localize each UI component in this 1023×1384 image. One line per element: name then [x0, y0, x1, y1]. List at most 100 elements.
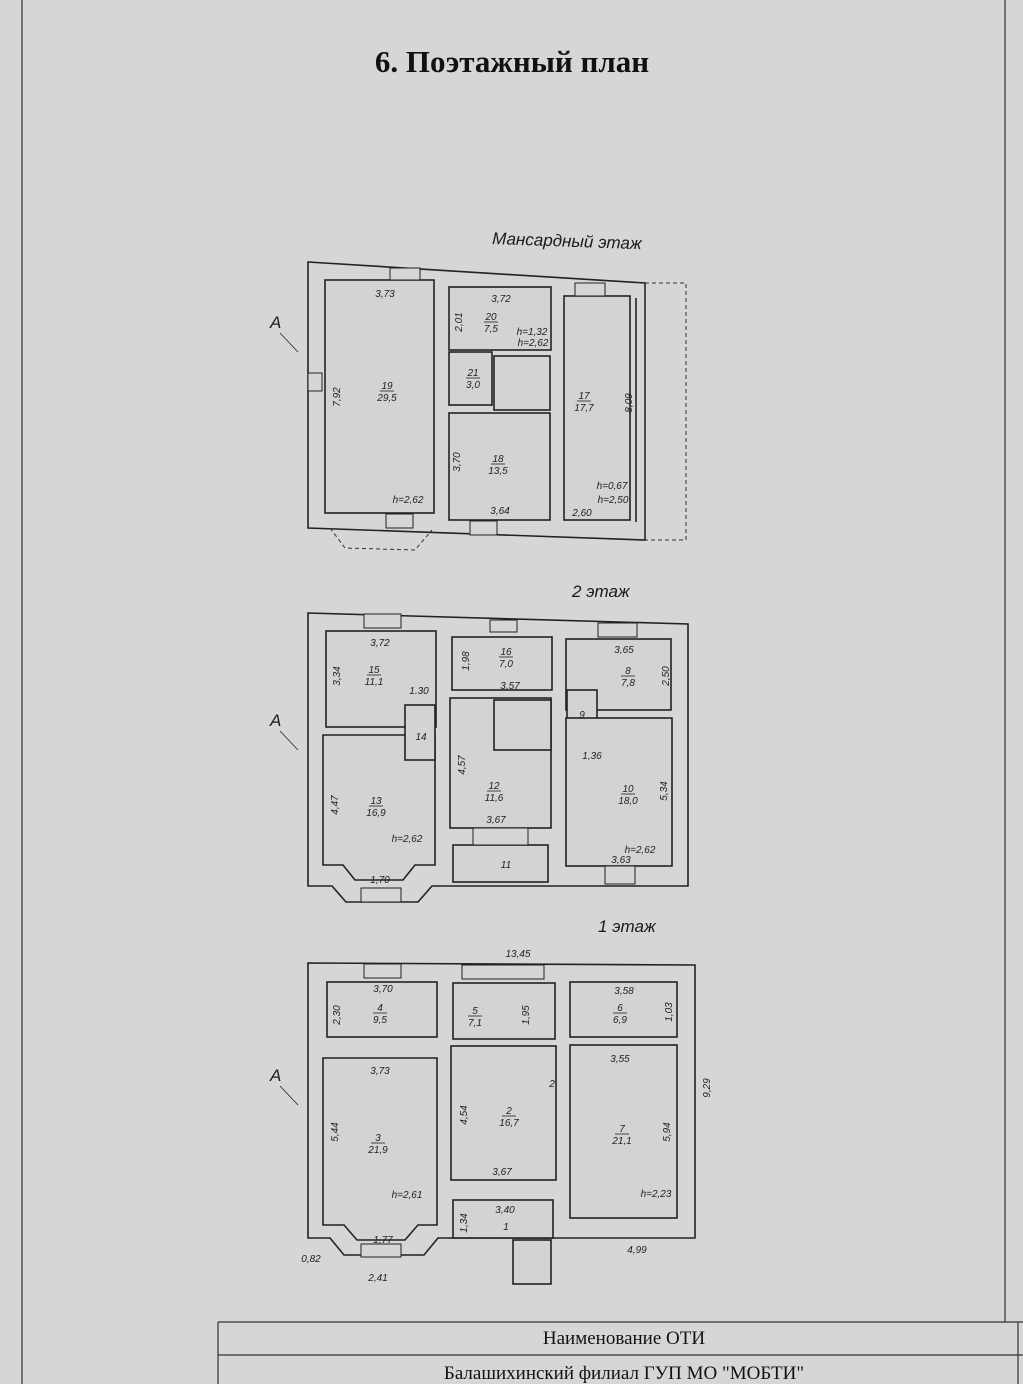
dim: 3,64: [490, 506, 510, 517]
dim: 2,60: [571, 508, 592, 519]
stair-number: 2: [548, 1079, 555, 1090]
dim: 3,67: [486, 815, 506, 826]
dim: 4,57: [457, 755, 468, 775]
dim: 1,70: [370, 875, 390, 886]
section-line: [279, 1085, 299, 1106]
room-label: 57,1: [468, 1006, 482, 1029]
room-number: 1: [503, 1222, 509, 1233]
svg-text:16: 16: [500, 647, 512, 658]
page-title: 6. Поэтажный план: [375, 44, 649, 79]
section-mark: А: [269, 1066, 281, 1085]
title-block: Наименование ОТИ Балашихинский филиал ГУ…: [217, 1321, 1023, 1384]
room-label: 66,9: [613, 1003, 627, 1026]
dim: 2,30: [332, 1005, 343, 1026]
dim: 3,67: [492, 1167, 512, 1178]
svg-text:29,5: 29,5: [376, 393, 397, 404]
room-label: 207,5: [484, 312, 498, 335]
svg-text:17,7: 17,7: [574, 403, 594, 414]
dim: 3,70: [373, 984, 393, 995]
room-number: 9: [579, 710, 585, 721]
dim: 9,29: [702, 1078, 713, 1098]
svg-text:7: 7: [619, 1124, 625, 1135]
svg-text:7,0: 7,0: [499, 659, 513, 670]
svg-text:18,0: 18,0: [618, 796, 638, 807]
section-mark: А: [269, 711, 281, 730]
section-line: [279, 730, 299, 751]
svg-text:4: 4: [377, 1003, 383, 1014]
ceiling-height: h=2,23: [641, 1189, 672, 1200]
svg-text:15: 15: [368, 665, 380, 676]
floor-title-mansard: Мансардный этаж: [492, 229, 643, 253]
dim: 3,40: [495, 1205, 515, 1216]
svg-text:17: 17: [578, 391, 590, 402]
second-floor-plan: 2 этаж 3,72 3,34 1.30 4,47 h=2,62 1,70 1…: [269, 582, 689, 903]
svg-text:20: 20: [484, 312, 497, 323]
svg-text:5: 5: [472, 1006, 478, 1017]
svg-text:3,0: 3,0: [466, 380, 480, 391]
svg-text:13: 13: [370, 796, 382, 807]
ceiling-height: h=2,62: [392, 834, 423, 845]
footer-organization: Балашихинский филиал ГУП МО "МОБТИ": [444, 1363, 804, 1384]
dim: 8,09: [624, 393, 635, 413]
room-label: 321,9: [367, 1133, 388, 1156]
dim: 3,73: [375, 289, 395, 300]
section-line: [279, 332, 299, 353]
dim: 1,95: [521, 1005, 532, 1025]
room-number: 11: [501, 860, 511, 871]
dim: 3,72: [370, 638, 390, 649]
dim: 1,36: [582, 751, 602, 762]
ceiling-height: h=2,50: [598, 495, 629, 506]
svg-text:13,5: 13,5: [488, 466, 508, 477]
svg-text:9,5: 9,5: [373, 1015, 387, 1026]
room-label: 87,8: [621, 666, 635, 689]
svg-text:16,7: 16,7: [499, 1118, 519, 1129]
room-label: 167,0: [499, 647, 513, 670]
first-floor-plan: 1 этаж 13,45 3,70 2,30 3,73 5,44 h=2,61 …: [269, 917, 713, 1285]
dim: 1,77: [373, 1235, 393, 1246]
section-mark: А: [269, 313, 281, 332]
svg-text:7,1: 7,1: [468, 1018, 482, 1029]
dim: 2,41: [367, 1273, 387, 1284]
ceiling-height: h=2,62: [393, 495, 424, 506]
floor-title-second: 2 этаж: [571, 582, 631, 601]
ceiling-height: h=2,62: [518, 338, 549, 349]
room-label: 216,7: [499, 1106, 519, 1129]
room-label: 721,1: [611, 1124, 631, 1147]
dim: 2,50: [661, 666, 672, 687]
ceiling-height: h=2,61: [392, 1190, 423, 1201]
dim: 3,70: [452, 452, 463, 472]
dim: 3,57: [500, 681, 520, 692]
svg-text:11,1: 11,1: [365, 677, 384, 688]
dim: 3,55: [610, 1054, 630, 1065]
dim: 5,34: [659, 781, 670, 801]
dim: 1,98: [461, 651, 472, 671]
svg-text:2: 2: [505, 1106, 512, 1117]
svg-text:10: 10: [622, 784, 634, 795]
room-label: 49,5: [373, 1003, 387, 1026]
svg-text:18: 18: [492, 454, 504, 465]
room-number: 14: [415, 732, 427, 743]
dim: 2,01: [454, 312, 465, 332]
dim: 4,99: [627, 1245, 647, 1256]
dim: 1.30: [409, 686, 429, 697]
dim: 7,92: [332, 387, 343, 407]
dim: 3,34: [332, 666, 343, 686]
dim: 3,63: [611, 855, 631, 866]
room-label: 213,0: [466, 368, 480, 391]
svg-text:21,1: 21,1: [611, 1136, 631, 1147]
footer-label: Наименование ОТИ: [543, 1328, 705, 1349]
dim: 3,58: [614, 986, 634, 997]
dim: 5,94: [662, 1122, 673, 1142]
ceiling-height: h=0,67: [597, 481, 628, 492]
floor-title-first: 1 этаж: [598, 917, 657, 936]
ceiling-height: h=1,32: [517, 327, 548, 338]
mansard-floor-plan: Мансардный этаж 3,73 7,92 h=2,62 3,72 2,…: [269, 229, 687, 551]
svg-text:11,6: 11,6: [485, 793, 504, 804]
